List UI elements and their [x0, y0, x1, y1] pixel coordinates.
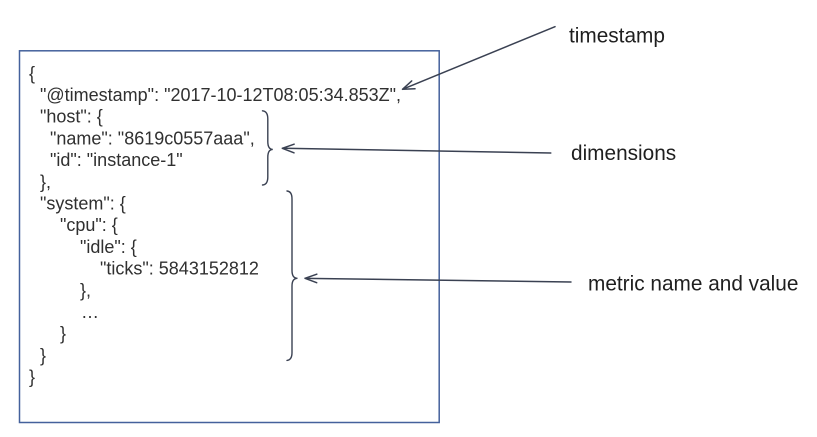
- svg-text:"name": "8619c0557aaa",: "name": "8619c0557aaa",: [50, 128, 255, 148]
- svg-text:timestamp: timestamp: [569, 24, 665, 47]
- svg-text:"ticks": 5843152812: "ticks": 5843152812: [100, 259, 259, 279]
- svg-text:"@timestamp": "2017-10-12T08:0: "@timestamp": "2017-10-12T08:05:34.853Z"…: [40, 85, 401, 105]
- svg-text:},: },: [40, 172, 51, 192]
- svg-text:"idle": {: "idle": {: [80, 237, 137, 257]
- svg-text:}: }: [40, 345, 46, 365]
- svg-text:metric name and value: metric name and value: [588, 273, 798, 296]
- svg-text:}: }: [60, 324, 66, 344]
- svg-text:…: …: [81, 302, 99, 322]
- svg-text:{: {: [29, 63, 35, 83]
- svg-text:"system": {: "system": {: [40, 194, 126, 214]
- svg-text:}: }: [29, 367, 35, 387]
- svg-text:dimensions: dimensions: [571, 142, 676, 165]
- svg-text:"cpu": {: "cpu": {: [60, 215, 118, 235]
- svg-text:"id": "instance-1": "id": "instance-1": [50, 150, 183, 170]
- svg-text:"host": {: "host": {: [40, 107, 103, 127]
- svg-text:},: },: [80, 280, 91, 300]
